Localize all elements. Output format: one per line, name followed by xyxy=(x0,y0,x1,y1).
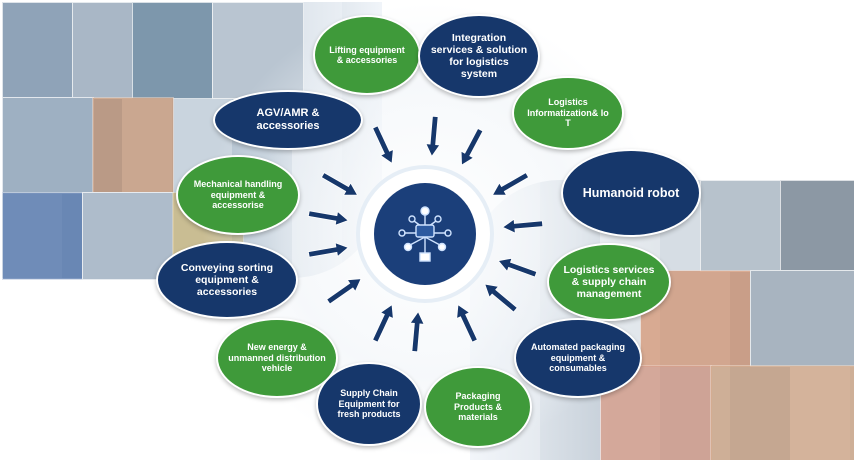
node-label: Supply Chain Equipment for fresh product… xyxy=(337,388,401,420)
photo-tile xyxy=(2,192,84,280)
hub-circle xyxy=(374,183,476,285)
node-label: Integration services & solution for logi… xyxy=(430,31,528,81)
inward-arrow xyxy=(409,310,425,353)
inward-arrow xyxy=(326,278,362,305)
photo-tile xyxy=(780,180,854,272)
node-label: New energy & unmanned distribution vehic… xyxy=(228,342,326,374)
node-label: Mechanical handling equipment & accessor… xyxy=(193,179,283,211)
node-conveying-sorting: Conveying sorting equipment & accessorie… xyxy=(156,241,298,319)
photo-tile xyxy=(700,180,782,272)
inward-arrow xyxy=(460,127,484,166)
inward-arrow xyxy=(491,172,530,196)
node-humanoid-robot: Humanoid robot xyxy=(561,149,701,237)
inward-arrow xyxy=(307,242,349,258)
inward-arrow xyxy=(425,115,441,158)
inward-arrow xyxy=(320,172,359,196)
node-supply-chain-equipment: Supply Chain Equipment for fresh product… xyxy=(316,362,422,446)
inward-arrow xyxy=(372,303,394,343)
inward-arrow xyxy=(501,218,544,234)
node-lifting-equipment: Lifting equipment & accessories xyxy=(313,15,421,95)
photo-tile xyxy=(92,97,174,194)
node-label: Lifting equipment & accessories xyxy=(329,44,405,65)
node-new-energy-vehicle: New energy & unmanned distribution vehic… xyxy=(216,318,338,398)
photo-tile xyxy=(2,2,74,99)
photo-tile xyxy=(2,97,94,194)
inward-arrow xyxy=(307,210,349,226)
inward-arrow xyxy=(484,283,518,313)
node-label: Logistics services & supply chain manage… xyxy=(563,263,655,301)
node-label: Humanoid robot xyxy=(582,185,680,200)
inward-arrow xyxy=(372,125,394,165)
node-agv-amr: AGV/AMR & accessories xyxy=(213,90,363,150)
node-label: Packaging Products & materials xyxy=(453,391,502,423)
node-mechanical-handling: Mechanical handling equipment & accessor… xyxy=(176,155,300,235)
node-logistics-informatization: Logistics Informatization& Io T xyxy=(512,76,624,150)
node-logistics-services: Logistics services & supply chain manage… xyxy=(547,243,671,321)
node-label: Logistics Informatization& Io T xyxy=(527,97,609,129)
inward-arrow xyxy=(497,257,538,278)
photo-tile xyxy=(750,270,854,367)
node-label: AGV/AMR & accessories xyxy=(256,107,320,132)
photo-tile xyxy=(82,192,174,280)
node-integration-services: Integration services & solution for logi… xyxy=(418,14,540,98)
node-label: Automated packaging equipment & consumab… xyxy=(530,342,625,374)
node-packaging-products: Packaging Products & materials xyxy=(424,366,532,448)
node-label: Conveying sorting equipment & accessorie… xyxy=(180,261,274,299)
network-tech-icon xyxy=(398,206,452,262)
node-automated-packaging: Automated packaging equipment & consumab… xyxy=(514,318,642,398)
inward-arrow xyxy=(456,303,478,343)
photo-tile xyxy=(710,365,854,460)
